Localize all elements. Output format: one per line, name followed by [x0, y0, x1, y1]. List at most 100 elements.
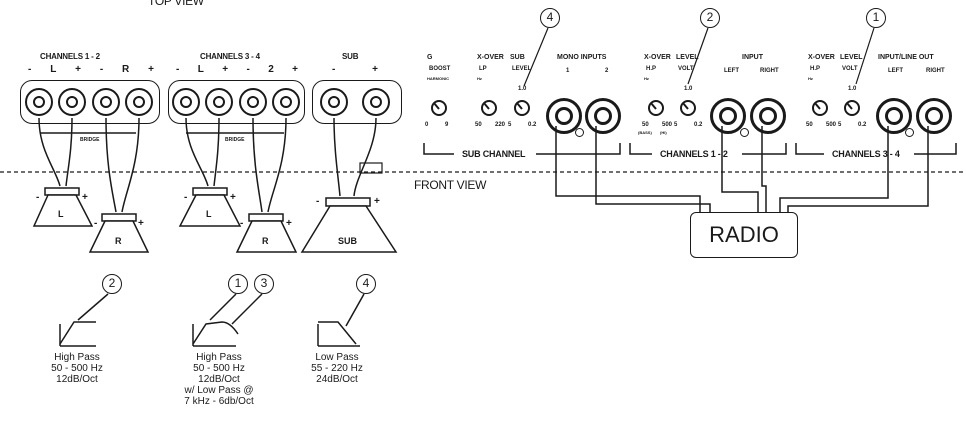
channels-1-2-label: CHANNELS 1 - 2: [40, 52, 100, 61]
mono-input-2-jack[interactable]: [585, 98, 621, 134]
channels-1-2-section-label: CHANNELS 1 - 2: [660, 149, 728, 159]
caption-line: 55 - 220 Hz: [311, 363, 363, 374]
svg-text:-: -: [36, 192, 39, 203]
control-scale-max: 0.2: [694, 122, 703, 128]
svg-text:-: -: [240, 218, 243, 229]
control-knob[interactable]: [481, 100, 497, 116]
control-sub-label: Hz: [644, 76, 649, 81]
callout-2: 2: [102, 274, 122, 294]
sub-polarity: - +: [332, 64, 378, 75]
terminal-screw[interactable]: [125, 88, 153, 116]
caption-line: w/ Low Pass @: [184, 385, 254, 396]
control-scale-min: 5: [674, 122, 678, 128]
terminal-screw[interactable]: [272, 88, 300, 116]
control-label: H.P: [810, 66, 821, 72]
speaker-label: L: [58, 209, 64, 219]
svg-text:+: +: [138, 218, 144, 229]
control-extra-label: (HI): [660, 130, 667, 135]
terminal-screw[interactable]: [205, 88, 233, 116]
line-out-label: INPUT/LINE OUT: [878, 54, 934, 61]
caption-line: 50 - 500 Hz: [51, 363, 103, 374]
caption-line: 12dB/Oct: [56, 374, 98, 385]
pol-plus: +: [148, 64, 154, 75]
sub-terminal-block: [312, 80, 402, 124]
control-sub-label: HARMONIC: [427, 76, 449, 81]
control-scale-max: 220: [495, 122, 506, 128]
control-scale-min: 5: [838, 122, 842, 128]
sub-label: SUB: [342, 52, 359, 61]
pol-plus: +: [372, 64, 378, 75]
control-knob[interactable]: [812, 100, 828, 116]
indicator-led: [905, 128, 914, 137]
input-left-label: LEFT: [724, 68, 739, 74]
pol-2: 2: [268, 64, 274, 75]
terminal-screw[interactable]: [362, 88, 390, 116]
caption-line: 50 - 500 Hz: [193, 363, 245, 374]
terminal-screw[interactable]: [92, 88, 120, 116]
channels-3-4-polarity: - L + - 2 +: [176, 64, 298, 75]
indicator-led: [740, 128, 749, 137]
control-top-label: G: [427, 54, 433, 61]
control-scale-max: 500: [826, 122, 837, 128]
line-out-right-label: RIGHT: [926, 68, 945, 74]
control-top-label: LEVEL: [676, 54, 699, 61]
control-knob[interactable]: [514, 100, 530, 116]
terminal-screw[interactable]: [320, 88, 348, 116]
mono-inputs-label: MONO INPUTS: [557, 54, 607, 61]
caption-line: High Pass: [196, 352, 242, 363]
mono-input-2-label: 2: [605, 68, 609, 74]
pol-plus: +: [222, 64, 229, 75]
terminal-screw[interactable]: [25, 88, 53, 116]
svg-text:-: -: [94, 218, 97, 229]
control-top-label: LEVEL: [840, 54, 863, 61]
bridge-label: BRIDGE: [225, 137, 245, 143]
radio-label: RADIO: [709, 222, 779, 247]
pol-plus: +: [75, 64, 81, 75]
pol-minus: -: [176, 64, 180, 75]
caption-line: 12dB/Oct: [198, 374, 240, 385]
terminal-screw[interactable]: [172, 88, 200, 116]
pol-plus: +: [292, 64, 298, 75]
line-out-left-label: LEFT: [888, 68, 903, 74]
input-right-jack[interactable]: [750, 98, 786, 134]
svg-text:+: +: [230, 192, 236, 203]
terminal-screw[interactable]: [58, 88, 86, 116]
top-view-label: TOP VIEW: [148, 0, 204, 8]
control-sub-label: Hz: [808, 76, 813, 81]
control-knob[interactable]: [844, 100, 860, 116]
callout-2: 2: [700, 8, 720, 28]
control-top-label: X-OVER: [808, 54, 835, 61]
control-label: VOLT: [678, 66, 694, 72]
control-mark: 1.0: [848, 86, 857, 92]
callout-1: 1: [228, 274, 248, 294]
pol-r: R: [122, 64, 130, 75]
subwoofer-label: SUB: [338, 236, 358, 246]
filter-caption-lowpass: Low Pass 55 - 220 Hz 24dB/Oct: [302, 352, 372, 385]
svg-text:+: +: [286, 218, 292, 229]
caption-line: 24dB/Oct: [316, 374, 358, 385]
svg-text:-: -: [184, 192, 187, 203]
speaker-label: R: [115, 236, 122, 246]
terminal-screw[interactable]: [239, 88, 267, 116]
control-scale-min: 5: [508, 122, 512, 128]
control-knob[interactable]: [648, 100, 664, 116]
filter-caption-bandpass: High Pass 50 - 500 Hz 12dB/Oct w/ Low Pa…: [176, 352, 262, 407]
caption-line: 7 kHz - 6db/Oct: [184, 396, 254, 407]
control-top-label: X-OVER: [477, 54, 504, 61]
control-sub-label: Hz: [477, 76, 482, 81]
channels-1-2-polarity: - L + - R +: [28, 64, 154, 75]
control-knob[interactable]: [680, 100, 696, 116]
channels-3-4-label: CHANNELS 3 - 4: [200, 52, 260, 61]
channels-3-4-section-label: CHANNELS 3 - 4: [832, 149, 900, 159]
sub-channel-section-label: SUB CHANNEL: [462, 149, 526, 159]
line-out-right-jack[interactable]: [916, 98, 952, 134]
pol-minus: -: [99, 64, 104, 75]
control-mark: 1.0: [684, 86, 693, 92]
input-left-jack[interactable]: [710, 98, 746, 134]
caption-line: High Pass: [54, 352, 100, 363]
control-knob[interactable]: [431, 100, 447, 116]
pol-minus: -: [332, 64, 336, 75]
